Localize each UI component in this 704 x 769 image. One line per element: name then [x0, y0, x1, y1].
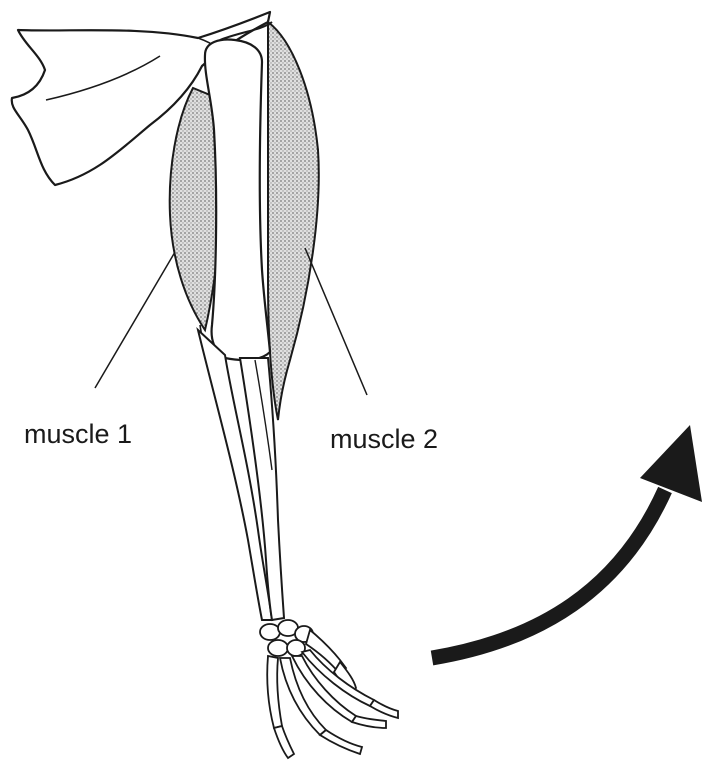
hand-bones-icon: [260, 620, 398, 758]
muscle-2-label: muscle 2: [330, 426, 438, 453]
humerus-icon: [205, 22, 272, 360]
muscle-2-shape: [268, 22, 319, 420]
curved-arrow-icon: [432, 425, 702, 658]
muscle-2-pointer: [305, 248, 367, 395]
muscle-1-pointer: [95, 252, 175, 388]
muscle-1-label: muscle 1: [24, 421, 132, 448]
